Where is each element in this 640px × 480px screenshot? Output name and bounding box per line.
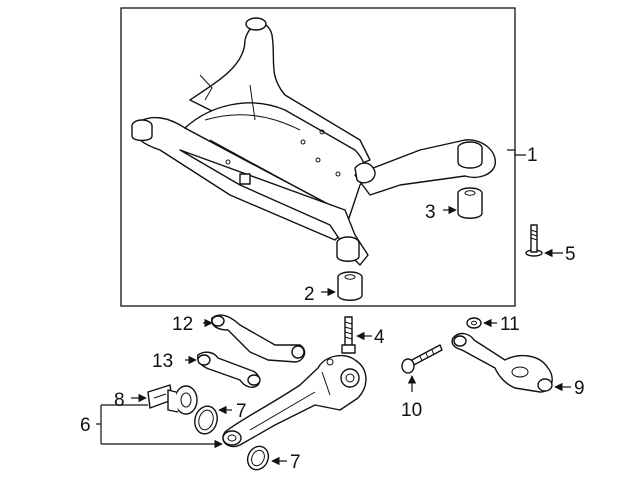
callout-9: 9 xyxy=(574,378,585,399)
callout-7-upper: 7 xyxy=(236,401,247,422)
snap-ring-part-7-upper xyxy=(194,405,218,435)
bushing-assembly xyxy=(167,385,198,415)
callout-6: 6 xyxy=(80,415,91,436)
callout-10: 10 xyxy=(401,400,422,421)
subframe-frame xyxy=(120,7,516,307)
lower-arm-part-9 xyxy=(451,332,553,393)
subframe-assembly xyxy=(131,17,496,266)
trailing-arm-part-6 xyxy=(222,354,367,448)
callout-1: 1 xyxy=(527,145,538,166)
callout-4: 4 xyxy=(374,327,385,348)
callout-13: 13 xyxy=(152,351,173,372)
snap-ring-part-7-lower xyxy=(246,445,270,471)
control-arm-part-12 xyxy=(211,314,306,363)
bolt-part-5 xyxy=(525,224,543,257)
callout-7-lower: 7 xyxy=(290,452,301,473)
bolt-part-10 xyxy=(401,344,443,374)
bolt-part-4 xyxy=(341,316,356,354)
callout-11: 11 xyxy=(500,314,520,335)
washer-part-11 xyxy=(466,317,482,329)
lateral-link-part-13 xyxy=(197,351,261,388)
callout-5: 5 xyxy=(565,244,576,265)
bushing-part-3 xyxy=(457,187,483,219)
callout-12: 12 xyxy=(172,314,193,335)
callout-3: 3 xyxy=(425,202,436,223)
callout-2: 2 xyxy=(304,284,315,305)
bushing-part-2 xyxy=(337,271,363,301)
callout-8: 8 xyxy=(114,390,125,411)
